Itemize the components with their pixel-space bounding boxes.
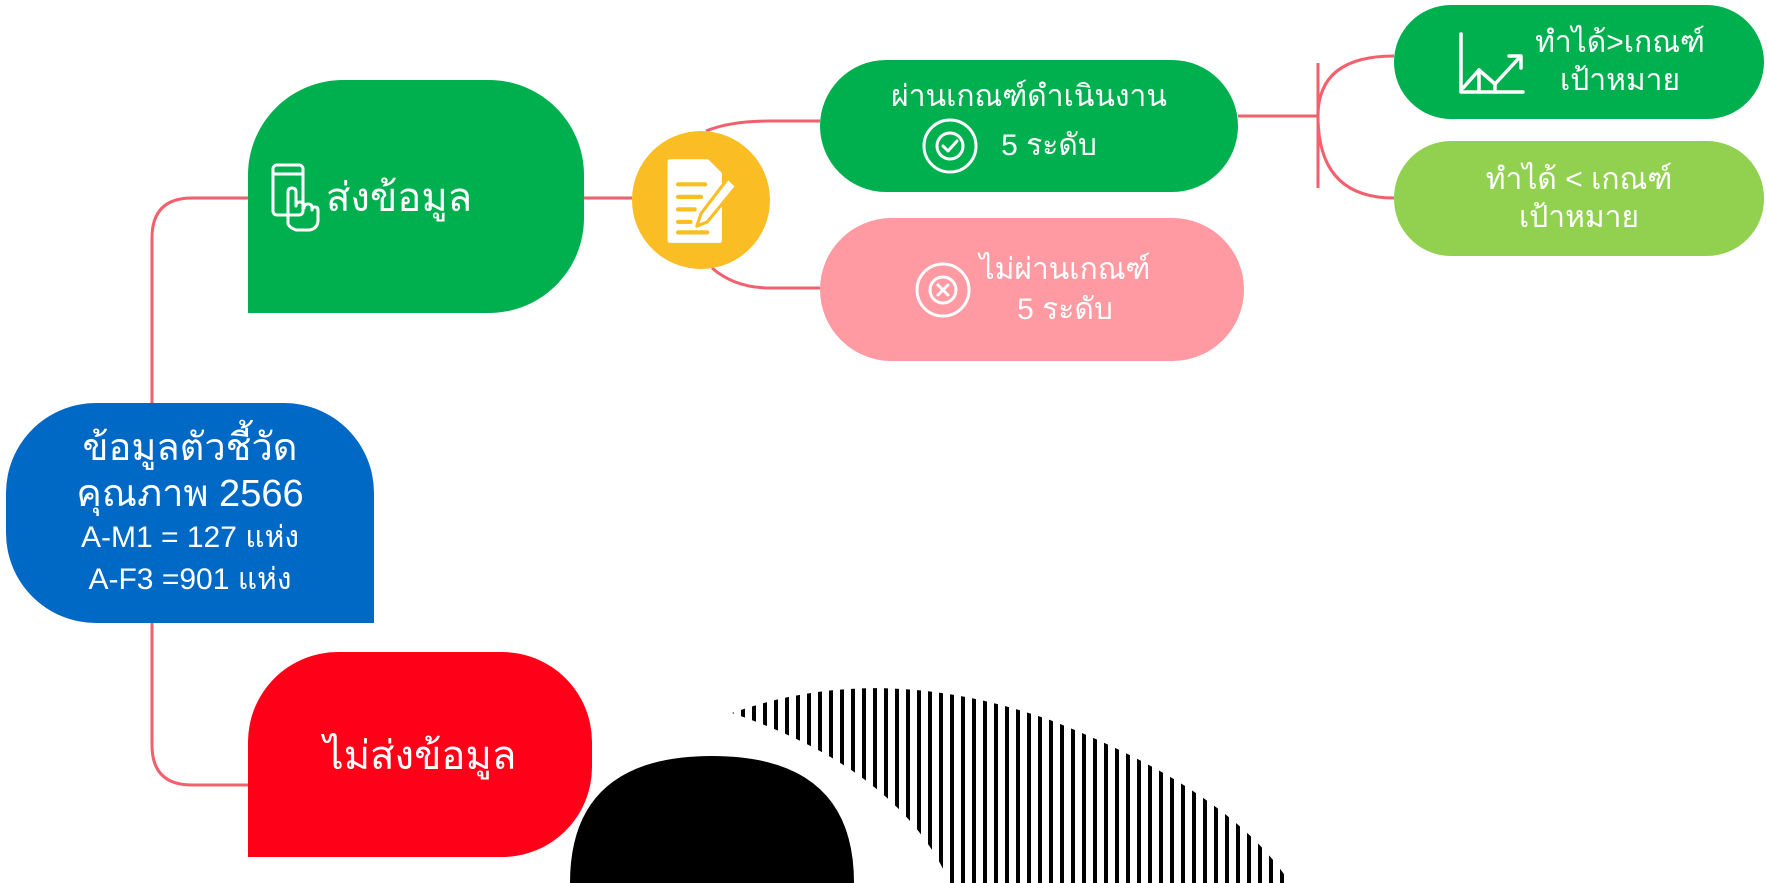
stripe <box>873 688 877 883</box>
below-target-line1: ทำได้ < เกณฑ์ <box>1485 162 1673 196</box>
above-target-node: ทำได้>เกณฑ์ เป้าหมาย <box>1394 5 1764 119</box>
document-node <box>632 131 770 269</box>
no-send-data-node: ไม่ส่งข้อมูล <box>248 652 592 857</box>
fail-criteria-node: ไม่ผ่านเกณฑ์ 5 ระดับ <box>820 218 1244 361</box>
stripe <box>1280 688 1284 883</box>
stripe <box>1236 688 1240 883</box>
below-target-node: ทำได้ < เกณฑ์ เป้าหมาย <box>1394 141 1764 256</box>
stripe <box>1005 688 1009 883</box>
document-edit-icon <box>667 159 739 243</box>
send-data-node: ส่งข้อมูล <box>248 80 584 313</box>
stripe <box>906 688 910 883</box>
root-stat-line1: A-M1 = 127 แห่ง <box>80 521 299 554</box>
stripe <box>1038 688 1042 883</box>
stripe <box>1027 688 1031 883</box>
fail-label-line2: 5 ระดับ <box>1017 292 1113 326</box>
stripe <box>972 688 976 883</box>
root-title-line1: ข้อมูลตัวชี้วัด <box>82 427 298 469</box>
pass-label-line1: ผ่านเกณฑ์ดำเนินงาน <box>891 80 1167 113</box>
stripe <box>994 688 998 883</box>
growth-chart-icon <box>1459 32 1525 94</box>
root-to-nosend-connector <box>150 623 248 787</box>
doc-to-fail-connector <box>711 266 820 290</box>
stripe <box>1269 688 1273 883</box>
stripe <box>1093 688 1097 883</box>
stripe <box>1181 688 1185 883</box>
no-send-data-label: ไม่ส่งข้อมูล <box>323 733 517 778</box>
root-title-line2: คุณภาพ 2566 <box>76 473 304 515</box>
stripe <box>1203 688 1207 883</box>
doc-to-pass-connector <box>705 119 820 133</box>
below-target-line2: เป้าหมาย <box>1518 200 1640 234</box>
stripe <box>1159 688 1163 883</box>
stripe <box>950 688 954 883</box>
fail-label-line1: ไม่ผ่านเกณฑ์ <box>979 252 1151 286</box>
stripe <box>1170 688 1174 883</box>
stripe <box>895 688 899 883</box>
stripe <box>1016 688 1020 883</box>
root-stat-line2: A-F3 =901 แห่ง <box>88 563 292 596</box>
stripe <box>1049 688 1053 883</box>
check-circle-icon <box>922 118 978 174</box>
stripe <box>961 688 965 883</box>
stripe <box>1104 688 1108 883</box>
above-target-line1: ทำได้>เกณฑ์ <box>1535 26 1705 59</box>
stripe <box>939 688 943 883</box>
above-target-line2: เป้าหมาย <box>1559 64 1681 97</box>
stripe <box>1214 688 1218 883</box>
stripe <box>1192 688 1196 883</box>
stripe <box>1060 688 1064 883</box>
stripe <box>884 688 888 883</box>
stripe <box>1148 688 1152 883</box>
send-data-label: ส่งข้อมูล <box>326 175 473 220</box>
x-circle-icon <box>915 262 971 317</box>
pass-label-line2: 5 ระดับ <box>1001 129 1097 162</box>
stripe <box>1082 688 1086 883</box>
stripe <box>1115 688 1119 883</box>
stripe <box>1291 650 1295 883</box>
stripe <box>1258 688 1262 883</box>
tap-phone-icon <box>271 163 320 231</box>
stripe <box>1071 688 1075 883</box>
stripe <box>917 688 921 883</box>
stripe <box>928 688 932 883</box>
stripe <box>862 688 866 883</box>
bracket-to-under-connector <box>1316 115 1395 200</box>
stripe <box>1126 688 1130 883</box>
stripe <box>1247 688 1251 883</box>
stripe <box>983 688 987 883</box>
pass-criteria-node: ผ่านเกณฑ์ดำเนินงาน 5 ระดับ <box>820 60 1238 192</box>
stripe <box>851 688 855 883</box>
root-to-send-connector <box>150 196 248 403</box>
stripe <box>1225 688 1229 883</box>
stripe <box>1137 688 1141 883</box>
bracket-to-over-connector <box>1316 54 1395 117</box>
black-dome-decoration <box>570 756 854 883</box>
root-node-indicator-data: ข้อมูลตัวชี้วัด คุณภาพ 2566 A-M1 = 127 แ… <box>6 403 374 623</box>
